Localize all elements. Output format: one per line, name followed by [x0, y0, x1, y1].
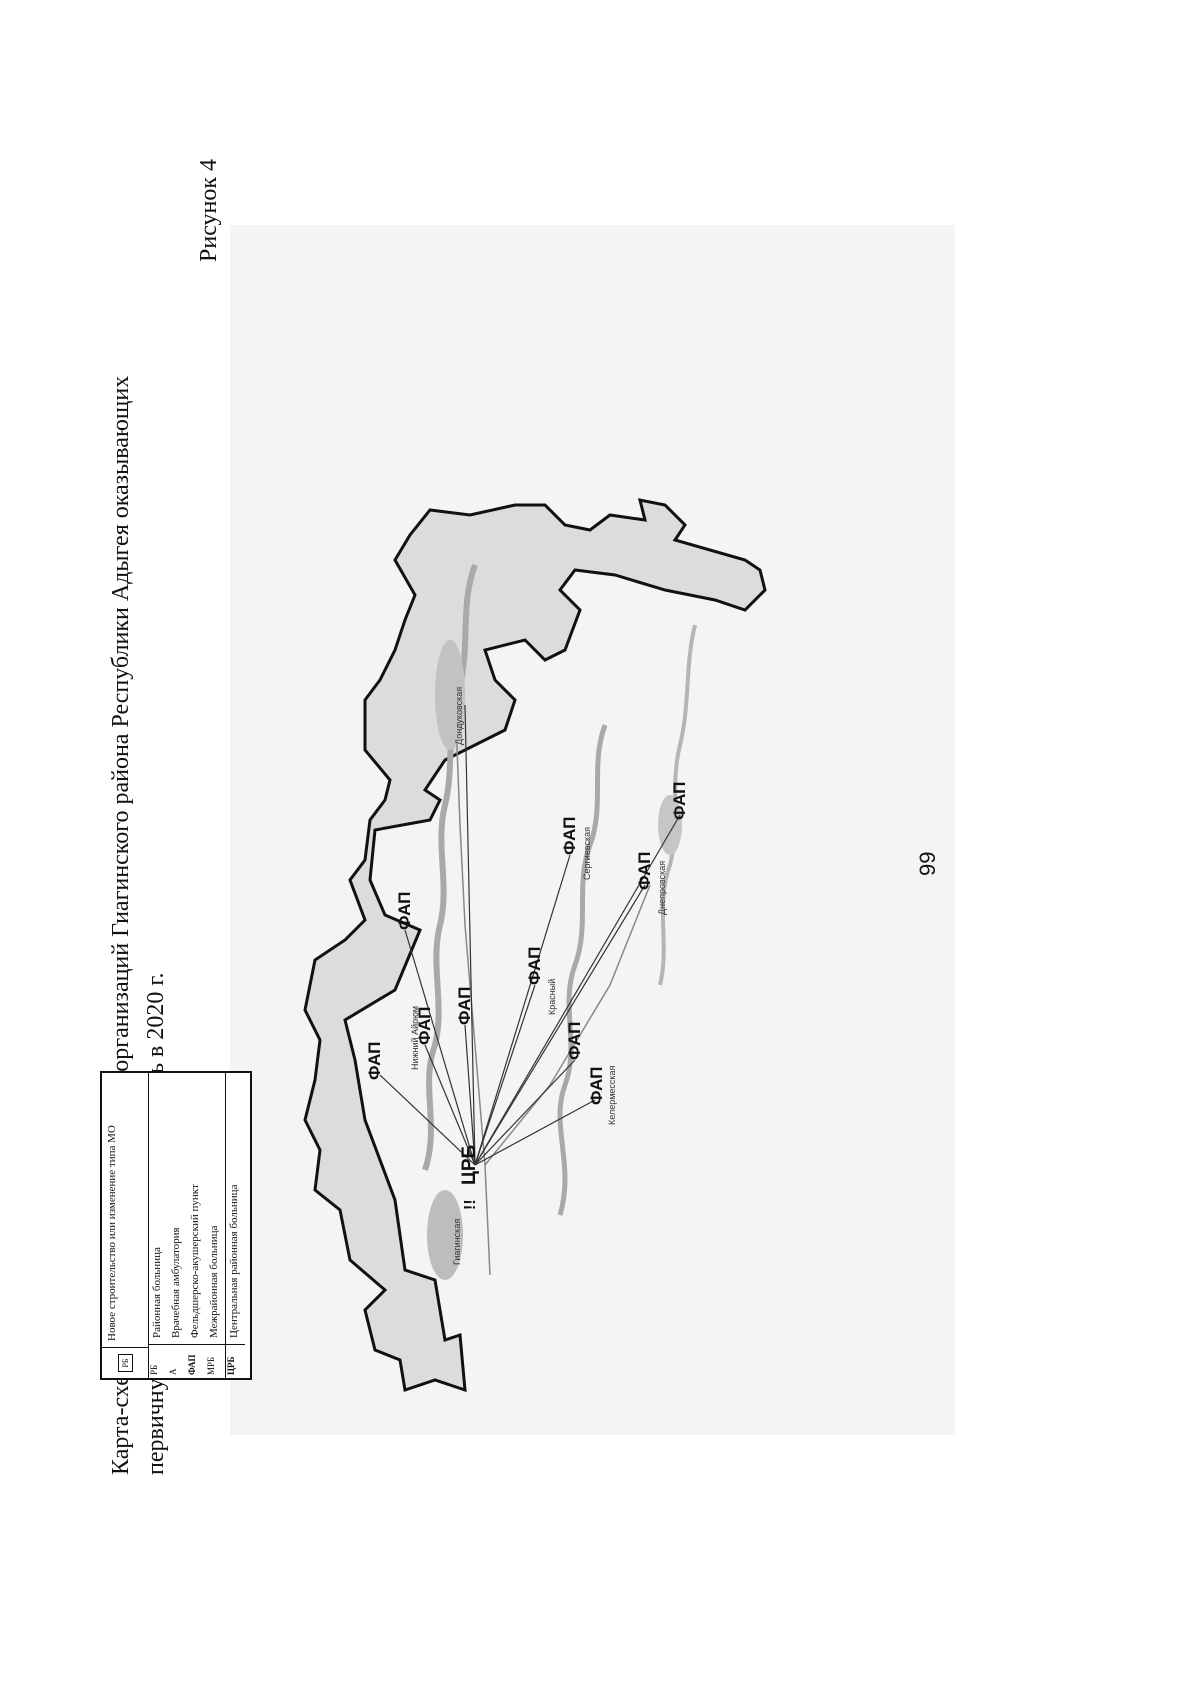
fap-marker-5: ФАП: [525, 947, 544, 985]
settlement-name: Гиагинская: [452, 1219, 462, 1265]
fap-marker-2: ФАП: [415, 1007, 434, 1045]
settlement-name: Красный: [547, 979, 557, 1015]
legend-row: РБ Новое строительство или изменение тип…: [102, 1073, 149, 1378]
settlement-name: Дондуковская: [454, 687, 464, 745]
hub-prefix: !!: [462, 1199, 479, 1210]
page-number: 99: [915, 851, 940, 876]
legend-row: МРБ Межрайонная больница: [206, 1073, 225, 1378]
fap-marker-8: ФАП: [560, 817, 579, 855]
hub-label-crb: ЦРБ: [459, 1145, 480, 1185]
fap-marker-7: ФАП: [587, 1067, 606, 1105]
fap-marker-3: ФАП: [455, 987, 474, 1025]
legend-symbol: ФАП: [187, 1344, 206, 1378]
legend-text: Врачебная амбулатория: [170, 1227, 182, 1338]
figure-label: Рисунок 4: [196, 158, 222, 262]
fap-marker-9: ФАП: [635, 852, 654, 890]
legend-text: Межрайонная больница: [208, 1225, 220, 1338]
fap-marker-10: ФАП: [670, 782, 689, 820]
map-legend: РБ Новое строительство или изменение тип…: [100, 1071, 252, 1380]
fap-marker-4: ФАП: [395, 892, 414, 930]
fap-marker-6: ФАП: [565, 1022, 584, 1060]
connection-line: [474, 854, 571, 1166]
settlement-area-giaginskaya: [427, 1190, 463, 1280]
legend-row: РБ Районная больница: [149, 1073, 168, 1378]
connection-line: [474, 1099, 596, 1166]
legend-row: ЦРБ Центральная районная больница: [225, 1073, 245, 1378]
connection-line: [379, 1074, 476, 1166]
legend-symbol: ЦРБ: [226, 1344, 245, 1378]
legend-text: Фельдшерско-акушерский пункт: [189, 1184, 201, 1338]
connection-line: [464, 704, 476, 1166]
legend-text: Центральная районная больница: [228, 1184, 240, 1338]
legend-symbol: РБ: [102, 1347, 148, 1378]
settlement-area-dondukovskaya: [435, 640, 465, 750]
fap-marker-1: ФАП: [365, 1042, 384, 1080]
legend-text: Новое строительство или изменение типа М…: [106, 1125, 118, 1341]
connection-line: [424, 1044, 476, 1166]
connection-line: [474, 884, 646, 1166]
settlement-name: Нижний Айрюм: [410, 1006, 420, 1070]
legend-symbol: РБ: [149, 1344, 168, 1378]
river-2: [557, 724, 608, 1216]
legend-row: ФАП Фельдшерско-акушерский пункт: [187, 1073, 206, 1378]
settlement-name: Днепровская: [657, 861, 667, 915]
road-2: [484, 884, 651, 1166]
legend-text: Районная больница: [151, 1247, 163, 1338]
district-map: ФАП ФАП ФАП ФАП ФАП ФАП ФАП ФАП ФАП ФАП …: [303, 498, 767, 1393]
connection-line: [474, 984, 536, 1166]
new-construction-symbol: РБ: [117, 1354, 133, 1372]
district-border: [303, 498, 767, 1393]
connection-lines: [379, 704, 681, 1166]
connection-line: [464, 1024, 476, 1166]
settlement-area-dneprovskaya: [658, 795, 682, 855]
settlement-name: Келермесская: [607, 1065, 617, 1125]
settlement-name: Сергиевская: [582, 827, 592, 880]
connection-line: [474, 814, 681, 1166]
legend-symbol: МРБ: [206, 1344, 225, 1378]
map-scan-area: ФАП ФАП ФАП ФАП ФАП ФАП ФАП ФАП ФАП ФАП …: [230, 225, 955, 1435]
connection-line: [404, 929, 476, 1166]
legend-symbol: А: [168, 1344, 187, 1378]
road-1: [454, 694, 491, 1276]
legend-row: А Врачебная амбулатория: [168, 1073, 187, 1378]
connection-line: [474, 1059, 576, 1166]
